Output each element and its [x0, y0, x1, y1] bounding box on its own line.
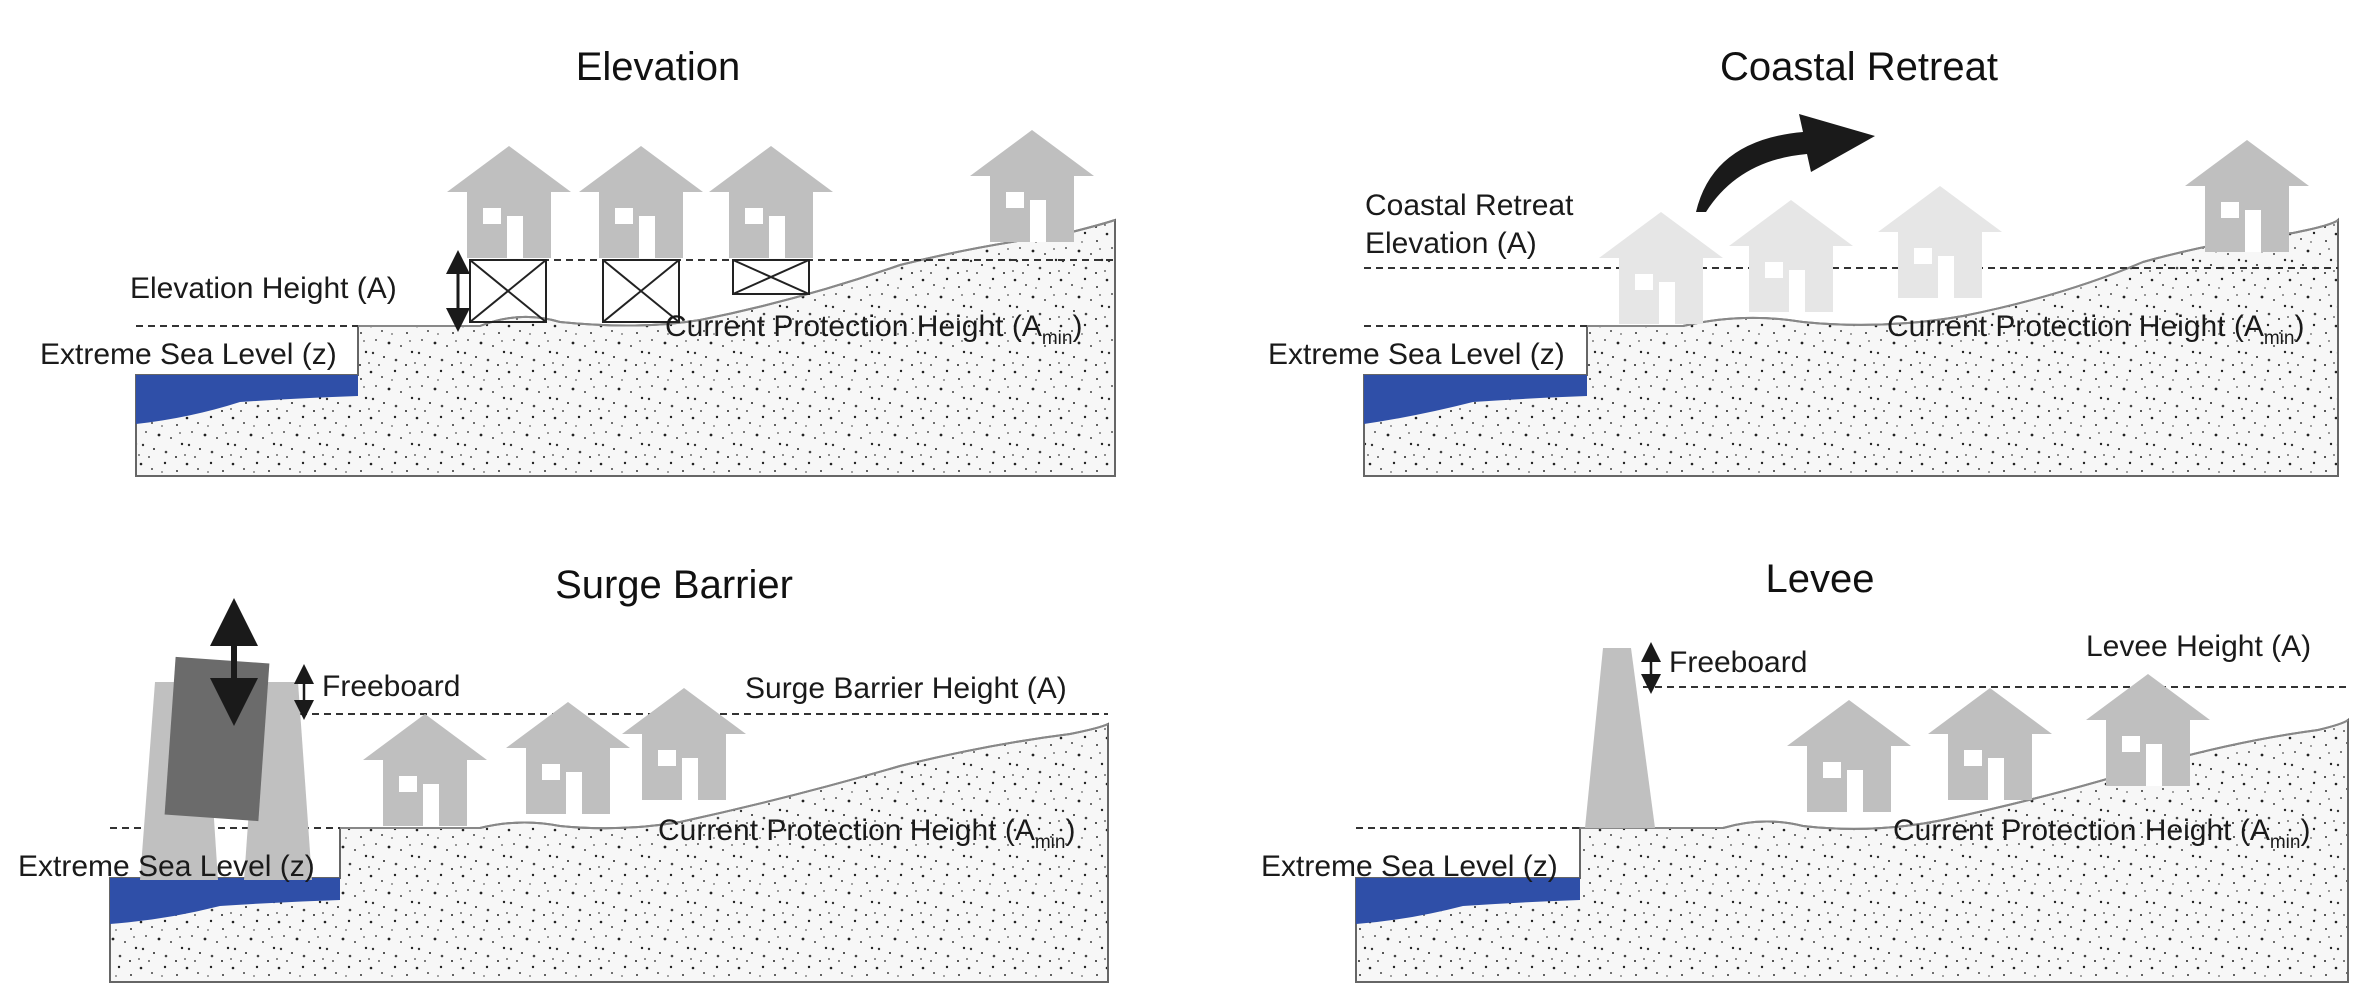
extreme-sea-level-label: Extreme Sea Level (z) [1261, 850, 1558, 883]
sea-water [1364, 375, 1587, 424]
protected-house [506, 702, 630, 814]
sea-water [136, 375, 358, 424]
protected-house [1928, 688, 2052, 800]
levee-wall [1585, 648, 1655, 828]
current-protection-label: Current Protection Height (Amin) [1893, 814, 2310, 853]
current-protection-label: Current Protection Height (Amin) [665, 310, 1082, 349]
elevation-height-label: Elevation Height (A) [130, 272, 397, 305]
retreat-elevation-label-line2: Elevation (A) [1365, 227, 1537, 260]
sea-water [1356, 878, 1580, 924]
panel-title: Elevation [576, 45, 741, 89]
panel-levee: Levee Freeboard Levee Height (A) Extreme… [1183, 504, 2366, 1008]
panel-title: Coastal Retreat [1720, 45, 1998, 89]
coastal-retreat-diagram: Coastal Retreat Coastal Retreat Elevatio… [1268, 45, 2339, 477]
ground-surface-line [1580, 719, 2349, 830]
retreated-house-ghost [1729, 200, 1853, 312]
extreme-sea-level-label: Extreme Sea Level (z) [40, 338, 337, 371]
house-stilts [469, 259, 810, 323]
protected-house [622, 688, 746, 800]
freeboard-label: Freeboard [1669, 646, 1807, 679]
protected-house [363, 714, 487, 826]
elevated-house [579, 146, 703, 258]
barrier-height-label: Surge Barrier Height (A) [745, 672, 1067, 705]
elevated-house [709, 146, 833, 258]
ground-surface-line [340, 723, 1109, 830]
levee-diagram: Levee Freeboard Levee Height (A) Extreme… [1261, 557, 2349, 983]
panel-coastal-retreat: Coastal Retreat Coastal Retreat Elevatio… [1183, 0, 2366, 504]
panel-elevation: Elevation Elevation Height (A) Extreme S… [0, 0, 1183, 504]
barrier-gate [164, 656, 270, 822]
sea-water [110, 878, 340, 924]
hilltop-house [970, 130, 1094, 242]
extreme-sea-level-label: Extreme Sea Level (z) [1268, 338, 1565, 371]
current-protection-label: Current Protection Height (Amin) [1887, 310, 2304, 349]
elevation-diagram: Elevation Elevation Height (A) Extreme S… [40, 45, 1116, 477]
panel-title: Levee [1766, 557, 1875, 601]
retreat-arrow-icon [1696, 114, 1875, 212]
panel-surge-barrier: Surge Barrier Freeboard Surge Barrier He… [0, 504, 1183, 1008]
surge-barrier-diagram: Surge Barrier Freeboard Surge Barrier He… [18, 563, 1109, 983]
elevated-house [447, 146, 571, 258]
protected-house [1787, 700, 1911, 812]
freeboard-label: Freeboard [322, 670, 460, 703]
levee-height-label: Levee Height (A) [2086, 630, 2311, 663]
current-protection-label: Current Protection Height (Amin) [658, 814, 1075, 853]
panel-title: Surge Barrier [555, 563, 793, 607]
retreated-house-ghost [1878, 186, 2002, 298]
extreme-sea-level-label: Extreme Sea Level (z) [18, 850, 315, 883]
retreat-elevation-label-line1: Coastal Retreat [1365, 189, 1574, 222]
